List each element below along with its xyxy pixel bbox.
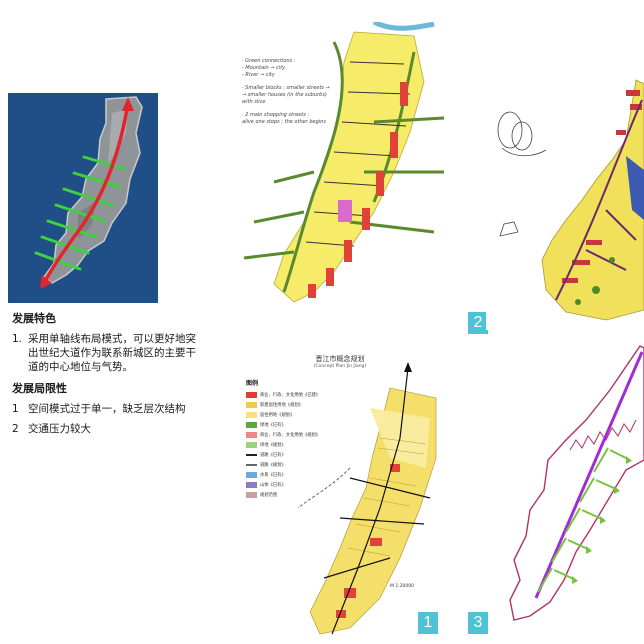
features-item: 1. 采用单轴线布局模式，可以更好地突出世纪大道作为联系新城区的主要干道的中心地… [12, 332, 200, 374]
legend-row: 水系《已有》 [246, 470, 338, 480]
river [372, 22, 435, 31]
legend-row: 新建居住用地《规划》 [246, 400, 338, 410]
item-number: 2 [12, 423, 19, 435]
urban-area [541, 79, 644, 321]
legend-label: 道路《规划》 [260, 463, 286, 468]
commercial-blocks [308, 82, 408, 298]
panel-detail-plan [486, 60, 644, 330]
hill-sketch [497, 111, 547, 237]
red-main-axis [42, 102, 130, 284]
satellite-map-graphic [34, 96, 143, 289]
limits-item: 1 空间模式过于单一，缺乏层次结构 [12, 402, 200, 416]
legend-label: 水系《已有》 [260, 473, 286, 478]
legend-swatch [246, 464, 257, 466]
legend-row: 商业、行政、文化用地《已建》 [246, 390, 338, 400]
axis-sketch-graphic [509, 345, 644, 621]
note-line: · 2 main shopping streets : [242, 112, 310, 118]
detail-plan-graphic [497, 79, 644, 321]
item-number: 1. [12, 333, 23, 345]
legend-row: 绿地《已有》 [246, 420, 338, 430]
sketch-notes: · Green connections : - Mountain → city … [242, 58, 352, 126]
panel-badge-2-marker: 2 [468, 312, 488, 334]
axis-arrow-down [40, 275, 52, 289]
sketch-plan-graphic [243, 22, 445, 303]
green-cross-axes [34, 155, 126, 271]
legend-label: 绿地《已有》 [260, 423, 286, 428]
scale-label: M 1:20000 [390, 584, 415, 589]
note-line: - River → city [242, 72, 275, 78]
panel-badge-3: 3 [468, 612, 488, 634]
legend-row: 商业、行政、文化用地《规划》 [246, 430, 338, 440]
main-roads [323, 367, 431, 635]
concept-plan-subtitle: (Concept Plan Jin Jiang) [313, 364, 367, 369]
panel-concept-plan: 晋江市概念规划 (Concept Plan Jin Jiang) 图例 商业、行… [240, 348, 440, 640]
planned-road [297, 467, 351, 509]
legend-row: 山体《已有》 [246, 480, 338, 490]
concept-plan-title: 晋江市概念规划 [315, 355, 365, 363]
legend-label: 商业、行政、文化用地《已建》 [260, 393, 321, 398]
legend-swatch [246, 482, 257, 488]
legend-swatch [246, 472, 257, 478]
panel-sketch-plan: · Green connections : - Mountain → city … [214, 22, 466, 322]
item-number: 1 [12, 403, 19, 415]
note-line: alive one stops ; the other begins [242, 119, 326, 125]
legend-label: 商业、行政、文化用地《规划》 [260, 433, 321, 438]
panel-badge-1: 1 [418, 612, 438, 634]
legend-swatch [246, 454, 257, 456]
note-line: → smaller houses (in the suburbs) [242, 92, 327, 98]
dense-blocks [562, 90, 642, 283]
note-line: · Green connections : [242, 58, 296, 64]
commercial-zones [336, 464, 400, 618]
legend-label: 规划范围 [260, 493, 278, 498]
legend-heading: 图例 [246, 380, 259, 387]
legend-label: 道路《已有》 [260, 453, 286, 458]
legend-label: 绿地《规划》 [260, 443, 286, 448]
green-arrows [537, 447, 631, 593]
limits-heading: 发展局限性 [12, 382, 67, 395]
note-line: with slice [242, 99, 266, 105]
note-line: - Mountain → city [242, 65, 286, 71]
note-line: · Smaller blocks : smaller streets → [242, 85, 330, 91]
sawtooth-edge [569, 419, 637, 451]
legend-row: 绿地《规划》 [246, 440, 338, 450]
water-body [626, 156, 644, 220]
boundary-outline [509, 345, 644, 621]
legend-row: 道路《规划》 [246, 460, 338, 470]
concept-plan-header: 晋江市概念规划 (Concept Plan Jin Jiang) [240, 354, 440, 369]
axis-arrow-up [122, 97, 134, 111]
legend-swatch [246, 432, 257, 438]
item-text: 交通压力较大 [28, 423, 91, 435]
streets [305, 61, 411, 247]
text-block: 发展特色 1. 采用单轴线布局模式，可以更好地突出世纪大道作为联系新城区的主要干… [12, 312, 200, 436]
legend-label: 新建居住用地《规划》 [260, 403, 303, 408]
legend-label: 居住用地《规划》 [260, 413, 295, 418]
north-arrow [404, 362, 412, 372]
green-arrowheads [572, 456, 632, 584]
green-spots [575, 257, 615, 305]
limits-item: 2 交通压力较大 [12, 422, 200, 436]
legend-label: 山体《已有》 [260, 483, 286, 488]
legend: 图例 商业、行政、文化用地《已建》 新建居住用地《规划》 居住用地《规划》 绿地… [246, 378, 338, 500]
item-text: 采用单轴线布局模式，可以更好地突出世纪大道作为联系新城区的主要干道的中心地位与气… [28, 333, 196, 373]
land-strip [42, 96, 143, 284]
special-block [338, 200, 352, 222]
item-text: 空间模式过于单一，缺乏层次结构 [28, 403, 186, 415]
features-heading: 发展特色 [12, 312, 56, 325]
legend-swatch [246, 402, 257, 408]
legend-row: 规划范围 [246, 490, 338, 500]
legend-swatch [246, 492, 257, 498]
concept-plan-map [297, 362, 437, 635]
legend-swatch [246, 442, 257, 448]
legend-swatch [246, 422, 257, 428]
satellite-thumbnail [8, 93, 158, 303]
legend-row: 居住用地《规划》 [246, 410, 338, 420]
legend-swatch [246, 412, 257, 418]
purple-main-axis [534, 351, 644, 599]
residential-hatching [347, 437, 427, 557]
legend-row: 道路《已有》 [246, 450, 338, 460]
legend-swatch [246, 392, 257, 398]
panel-axis-sketch [490, 340, 644, 640]
main-streets [555, 99, 643, 301]
